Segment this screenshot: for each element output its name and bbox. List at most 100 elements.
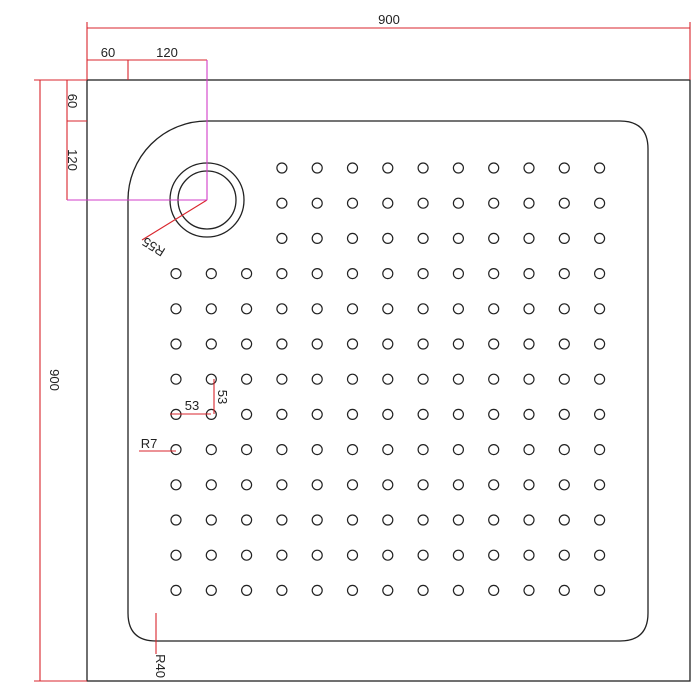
- anti-slip-dot: [382, 162, 394, 174]
- anti-slip-dot: [346, 549, 359, 561]
- anti-slip-dot: [452, 444, 464, 456]
- anti-slip-dot: [523, 514, 535, 526]
- anti-slip-dot: [488, 268, 500, 280]
- anti-slip-dot: [452, 373, 464, 385]
- dot-pitch-x-label: 53: [185, 398, 199, 413]
- anti-slip-dot: [523, 162, 535, 174]
- anti-slip-dot: [558, 197, 570, 209]
- anti-slip-dot: [382, 408, 394, 420]
- anti-slip-dot: [170, 373, 182, 385]
- anti-slip-dot: [417, 479, 429, 491]
- anti-slip-dot: [382, 197, 394, 209]
- anti-slip-dot: [417, 162, 429, 174]
- anti-slip-dot: [593, 514, 606, 526]
- anti-slip-dot: [311, 549, 323, 561]
- anti-slip-dot: [558, 514, 570, 526]
- anti-slip-dot: [241, 408, 253, 420]
- anti-slip-dot: [593, 373, 606, 385]
- anti-slip-dot: [488, 584, 500, 597]
- anti-slip-dot: [558, 549, 570, 561]
- anti-slip-dot: [170, 549, 182, 561]
- anti-slip-dot: [276, 549, 288, 561]
- anti-slip-dot: [346, 162, 359, 174]
- anti-slip-dot: [417, 303, 429, 315]
- drain-offset-x-edge-label: 60: [101, 45, 115, 60]
- anti-slip-dot: [170, 514, 182, 526]
- anti-slip-dot: [311, 303, 323, 315]
- anti-slip-dot: [523, 268, 535, 280]
- anti-slip-dot: [170, 303, 182, 315]
- anti-slip-dot: [382, 232, 394, 244]
- anti-slip-dot: [276, 303, 288, 315]
- anti-slip-dot: [593, 408, 606, 420]
- anti-slip-dot: [311, 338, 323, 350]
- anti-slip-dot: [523, 232, 535, 244]
- anti-slip-dot: [346, 479, 359, 491]
- magenta-construction-lines: [67, 60, 208, 201]
- anti-slip-dot: [417, 338, 429, 350]
- anti-slip-dot: [346, 373, 359, 385]
- anti-slip-dot: [558, 479, 570, 491]
- anti-slip-dot: [417, 373, 429, 385]
- anti-slip-dot: [276, 479, 288, 491]
- anti-slip-dot: [382, 584, 394, 597]
- anti-slip-dot: [241, 584, 253, 597]
- anti-slip-dot: [311, 197, 323, 209]
- dot-radius-label: R7: [141, 436, 158, 451]
- anti-slip-dot: [346, 408, 359, 420]
- anti-slip-dot: [276, 162, 288, 174]
- anti-slip-dot: [593, 479, 606, 491]
- anti-slip-dot: [205, 514, 217, 526]
- overall-width-label: 900: [378, 12, 400, 27]
- anti-slip-dot: [523, 197, 535, 209]
- anti-slip-dot: [205, 373, 217, 385]
- tray-outer-outline: [86, 79, 691, 682]
- anti-slip-dot: [488, 444, 500, 456]
- anti-slip-dot: [205, 549, 217, 561]
- anti-slip-dot: [276, 408, 288, 420]
- anti-slip-dot: [593, 549, 606, 561]
- anti-slip-dot: [346, 584, 359, 597]
- anti-slip-dot: [276, 514, 288, 526]
- anti-slip-dot: [452, 232, 464, 244]
- anti-slip-dot: [311, 584, 323, 597]
- red-dimension-lines: [34, 22, 691, 682]
- anti-slip-dot: [558, 268, 570, 280]
- anti-slip-dot: [452, 162, 464, 174]
- anti-slip-dot: [382, 549, 394, 561]
- anti-slip-dot: [593, 338, 606, 350]
- anti-slip-dot: [382, 303, 394, 315]
- anti-slip-dot: [523, 444, 535, 456]
- anti-slip-dot: [417, 268, 429, 280]
- anti-slip-dot: [205, 338, 217, 350]
- drain-offset-y-center-label: 120: [65, 149, 80, 171]
- anti-slip-dot: [311, 408, 323, 420]
- anti-slip-dot: [241, 479, 253, 491]
- anti-slip-dot: [311, 514, 323, 526]
- anti-slip-dot: [593, 303, 606, 315]
- anti-slip-dot: [170, 268, 182, 280]
- anti-slip-dot: [488, 303, 500, 315]
- overall-height-label: 900: [47, 369, 62, 391]
- anti-slip-dot: [241, 549, 253, 561]
- anti-slip-dot: [382, 444, 394, 456]
- anti-slip-dot: [170, 444, 182, 456]
- anti-slip-dot: [276, 268, 288, 280]
- anti-slip-dot: [488, 197, 500, 209]
- anti-slip-dot: [311, 268, 323, 280]
- tray-inner-basin-outline: [127, 120, 649, 642]
- anti-slip-dot: [488, 232, 500, 244]
- anti-slip-dot: [276, 197, 288, 209]
- anti-slip-dot: [452, 584, 464, 597]
- anti-slip-dot: [488, 408, 500, 420]
- anti-slip-dot: [452, 268, 464, 280]
- anti-slip-dot: [276, 232, 288, 244]
- anti-slip-dot: [205, 479, 217, 491]
- anti-slip-dot: [241, 268, 253, 280]
- anti-slip-dot: [593, 162, 606, 174]
- anti-slip-dot: [276, 584, 288, 597]
- anti-slip-dot: [488, 549, 500, 561]
- anti-slip-dot: [523, 479, 535, 491]
- anti-slip-dot: [488, 479, 500, 491]
- anti-slip-dot: [523, 584, 535, 597]
